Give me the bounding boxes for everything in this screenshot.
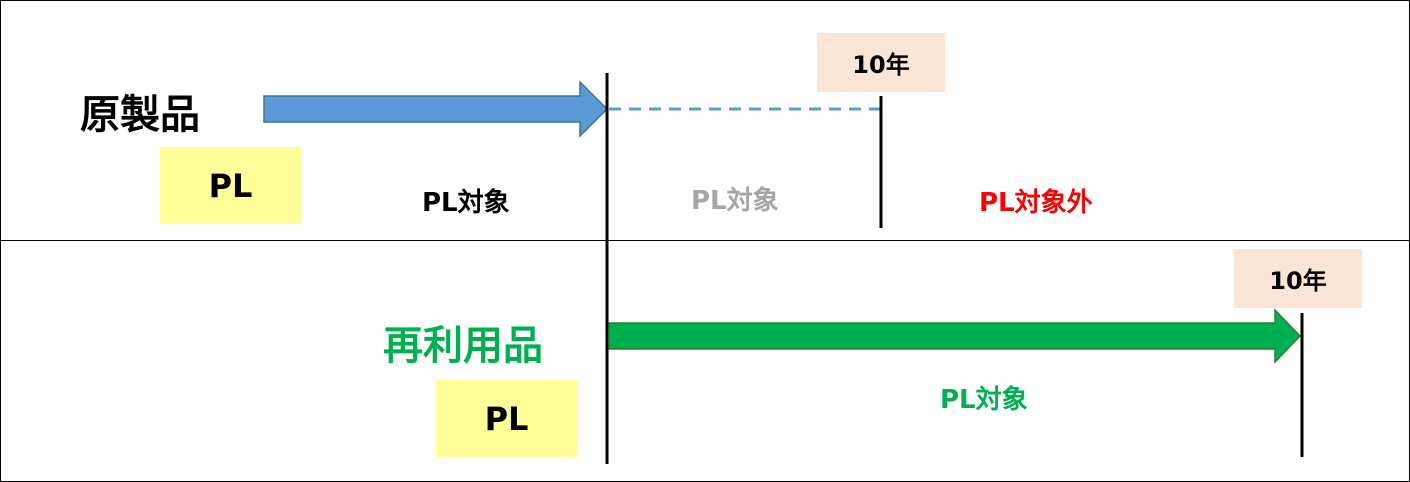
original-product-label: 原製品: [80, 92, 200, 138]
original-product-arrow: [263, 80, 609, 138]
reused-10-year-box: 10年: [1234, 249, 1362, 308]
original-pl-not-covered-text: PL対象外: [979, 188, 1093, 218]
original-10-year-box: 10年: [817, 33, 945, 92]
original-pl-badge: PL: [160, 147, 301, 224]
original-pl-covered-extended-text: PL対象: [691, 186, 779, 216]
reused-product-label: 再利用品: [383, 323, 543, 369]
reused-product-arrow: [608, 308, 1302, 364]
original-pl-covered-text: PL対象: [422, 188, 510, 218]
reused-pl-badge: PL: [436, 380, 577, 457]
section-divider: [0, 240, 1410, 241]
reused-pl-covered-text: PL対象: [940, 385, 1028, 415]
